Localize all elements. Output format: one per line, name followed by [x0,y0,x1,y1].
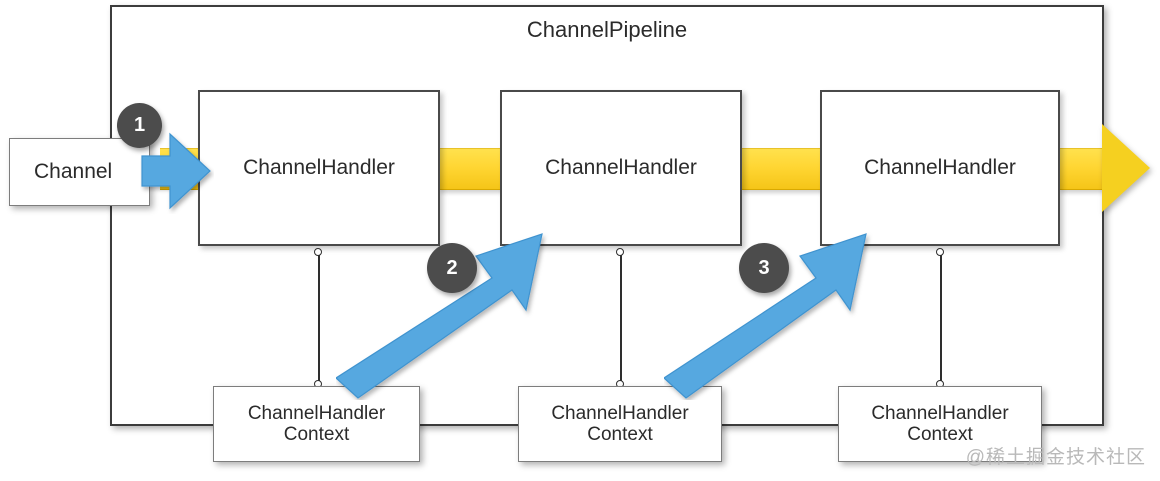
step-badge-number: 1 [133,114,146,136]
channel-box[interactable]: Channel [9,138,150,206]
diagonal-blue-arrow-icon-2 [663,228,894,400]
page-title: ChannelPipeline [526,17,688,42]
diagonal-blue-arrow-icon-1 [335,228,572,400]
channel-handler-label: ChannelHandler [243,156,395,179]
association-connector-3 [936,248,946,388]
channel-label: Channel [34,160,113,183]
channel-handler-box-2[interactable]: ChannelHandler [500,90,742,246]
context-label-line2: Context [587,424,653,445]
connector-endpoint-top [936,248,944,256]
context-label-line2: Context [283,424,350,445]
step-badge-2: 2 [427,243,477,293]
flow-band-segment-2 [740,148,824,190]
association-connector-2 [616,248,626,388]
channel-handler-label: ChannelHandler [545,156,697,179]
step-badge-1: 1 [117,103,162,148]
channel-handler-context-box-3[interactable]: ChannelHandler Context [838,386,1042,462]
step-badge-3: 3 [739,243,789,293]
channel-handler-context-box-2[interactable]: ChannelHandler Context [518,386,722,462]
context-label-line1: ChannelHandler [247,402,386,424]
context-label-line1: ChannelHandler [551,402,689,424]
channel-handler-context-box-1[interactable]: ChannelHandler Context [213,386,420,462]
inbound-blue-arrow-icon [140,128,214,214]
connector-endpoint-top [314,248,322,256]
step-badge-number: 2 [446,256,458,279]
connector-endpoint-top [616,248,624,256]
context-label-line2: Context [907,424,973,445]
association-connector-1 [314,248,324,388]
step-badge-number: 3 [758,256,770,279]
channel-handler-box-3[interactable]: ChannelHandler [820,90,1060,246]
flow-band-segment-1 [438,148,504,190]
channel-handler-box-1[interactable]: ChannelHandler [198,90,440,246]
flow-arrow-head-icon [1102,124,1150,212]
watermark: @稀土掘金技术社区 [965,447,1146,468]
channel-handler-label: ChannelHandler [864,156,1016,179]
context-label-line1: ChannelHandler [871,402,1009,424]
flow-band-segment-3 [1058,148,1104,190]
